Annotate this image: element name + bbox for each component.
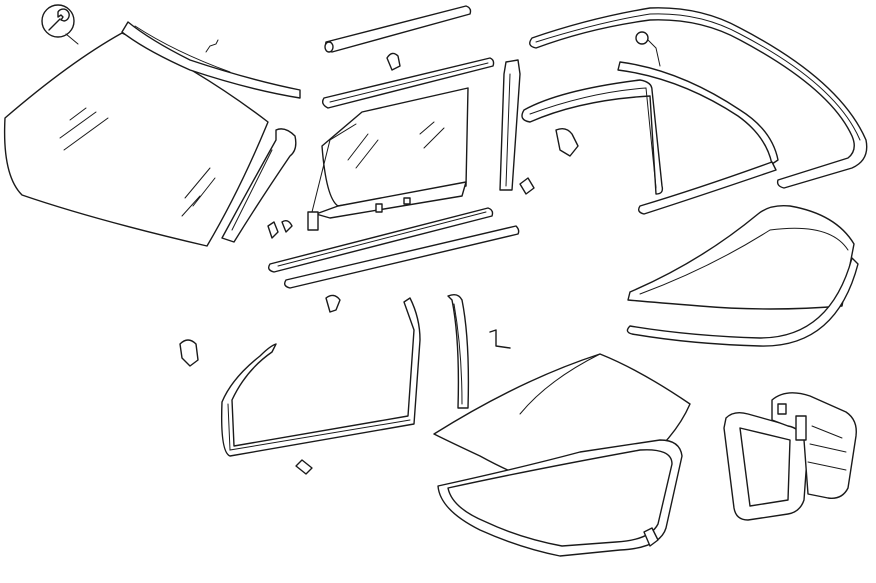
roof-inner-seal (617, 61, 779, 215)
clip-b-pillar (519, 177, 535, 195)
clip-quarter (555, 127, 579, 157)
door-lower-seal (267, 207, 520, 289)
door-opening-seal (220, 297, 421, 457)
windshield (3, 32, 269, 247)
clip-lower-left (267, 219, 293, 239)
tail-light-housing (771, 392, 857, 499)
b-pillar-seal (499, 59, 521, 191)
clip-top (386, 52, 401, 71)
a-pillar-seal (221, 128, 297, 243)
door-top-seal-rod (324, 5, 472, 53)
clip-roof (635, 31, 661, 67)
soft-top-cover (626, 204, 859, 347)
clip-left-middle (179, 339, 199, 367)
tail-light-gasket (723, 411, 809, 521)
c-pillar-seal (447, 293, 470, 409)
clip-c-pillar (489, 329, 511, 349)
clip-trunk (643, 527, 659, 547)
clip-door-opening (295, 459, 313, 475)
trunk-seal (437, 439, 683, 557)
door-belt-moulding (321, 57, 495, 109)
quarter-window-seal (521, 79, 664, 195)
windshield-upper-seal (121, 21, 301, 99)
clip-lower-mid (325, 294, 341, 313)
wrench-icon[interactable] (41, 4, 79, 45)
roof-rail-seal (529, 7, 868, 189)
door-window-glass (307, 87, 469, 231)
